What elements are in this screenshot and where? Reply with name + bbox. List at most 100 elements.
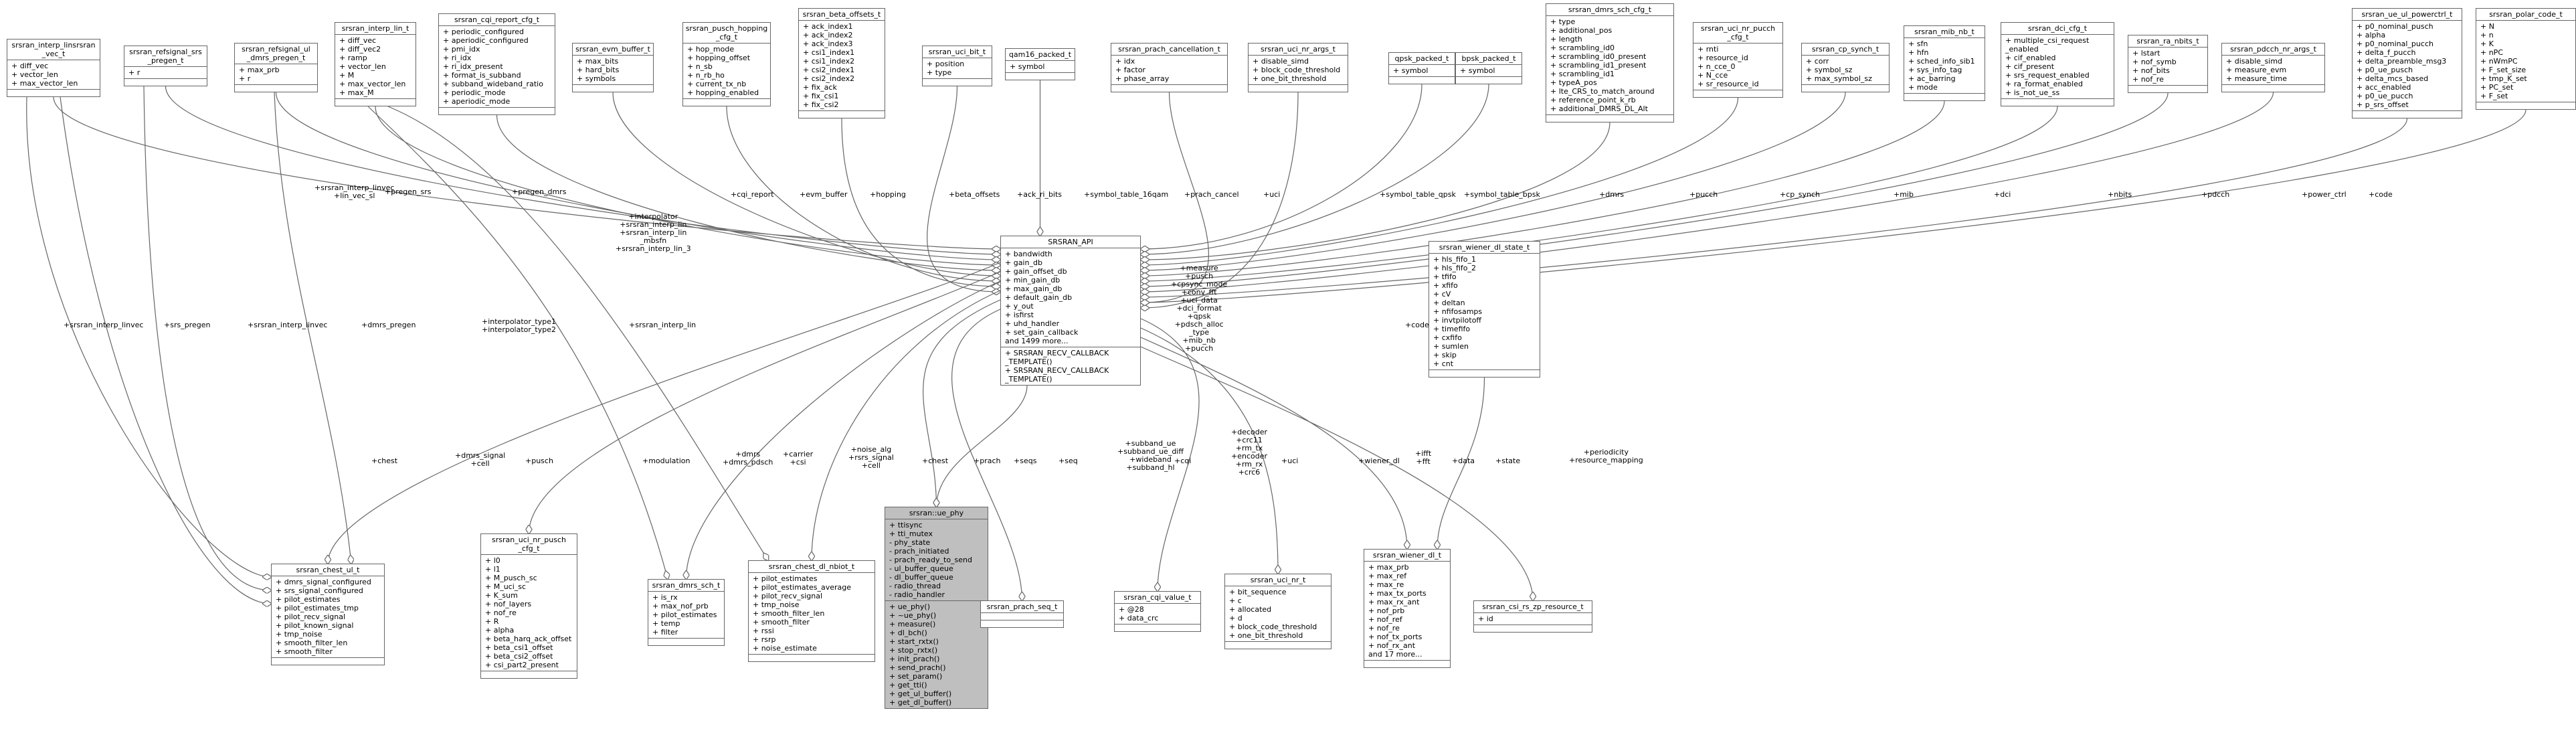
attribute-line: + fix_csi1 — [803, 92, 839, 100]
class-node[interactable]: srsran_chest_dl_nbiot_t+ pilot_estimates… — [748, 560, 875, 662]
class-node[interactable]: srsran_refsignal_srs_pregen_t+ r — [124, 46, 207, 86]
class-node[interactable]: srsran_csi_rs_zp_resource_t+ id — [1473, 600, 1592, 633]
class-node[interactable]: srsran_uci_nr_t+ bit_sequence+ c+ alloca… — [1224, 574, 1331, 649]
attribute-line: + nfifosamps — [1433, 307, 1483, 316]
class-node[interactable]: srsran_cp_synch_t+ corr+ symbol_sz+ max_… — [1801, 43, 1890, 92]
edge — [274, 92, 351, 564]
attribute-line: + delta_f_pucch — [2357, 48, 2416, 57]
method-line: + measure() — [889, 620, 936, 629]
attribute-line: + sfn — [1908, 39, 1928, 48]
attribute-line: + tmp_K_set — [2480, 74, 2527, 83]
class-methods — [683, 98, 770, 106]
attribute-line: + M_pusch_sc — [485, 574, 537, 582]
edge-label: +srsran_interp_lin — [629, 321, 697, 329]
attribute-line: + sched_info_sib1 — [1908, 57, 1975, 66]
class-node[interactable]: srsran_prach_cancellation_t+ idx+ factor… — [1111, 43, 1228, 92]
class-attributes: + id — [1474, 613, 1592, 625]
class-node[interactable]: srsran_prach_seq_t — [980, 600, 1064, 628]
attribute-line: + scrambling_id0_present — [1550, 52, 1647, 61]
attribute-line: + pilot_estimates — [753, 574, 818, 583]
edge — [529, 271, 1001, 533]
edge-label: +chest — [922, 456, 949, 465]
attribute-line: + rsrp — [753, 635, 776, 644]
class-node[interactable]: srsran_wiener_dl_state_t+ hls_fifo_1+ hl… — [1429, 241, 1540, 378]
attribute-line: + pilot_known_signal — [276, 621, 354, 630]
class-node[interactable]: srsran_refsignal_ul_dmrs_pregen_t+ max_p… — [234, 43, 318, 92]
class-node[interactable]: srsran_uci_nr_pusch_cfg_t+ l0+ l1+ M_pus… — [480, 533, 577, 679]
class-node[interactable]: srsran_dmrs_sch_t+ is_rx+ max_nof_prb+ p… — [648, 579, 725, 646]
attribute-line: + cxfifo — [1433, 333, 1462, 342]
class-node[interactable]: srsran_interp_lin_t+ diff_vec+ diff_vec2… — [335, 22, 416, 106]
attribute-line: + type — [1550, 17, 1576, 26]
attribute-line: + csi2_index2 — [803, 74, 855, 83]
edge-label: +pregen_dmrs — [512, 187, 567, 196]
attribute-line: + p0_nominal_pusch — [2357, 22, 2433, 31]
class-node[interactable]: srsran_polar_code_t+ N+ n+ K+ nPC+ nWmPC… — [2476, 8, 2576, 110]
attribute-line: + skip — [1433, 351, 1457, 359]
class-node[interactable]: srsran_cqi_report_cfg_t+ periodic_config… — [438, 13, 555, 115]
attribute-line: + invtpilotoff — [1433, 316, 1482, 325]
class-title: SRSRAN_API — [1001, 236, 1140, 248]
edge — [841, 118, 1000, 286]
class-node[interactable]: SRSRAN_API+ bandwidth+ gain_db+ gain_off… — [1000, 236, 1141, 386]
class-node[interactable]: srsran_ra_nbits_t+ lstart+ nof_symb+ nof… — [2128, 35, 2208, 93]
class-attributes: + l0+ l1+ M_pusch_sc+ M_uci_sc+ K_sum+ n… — [481, 555, 577, 671]
attribute-line: + acc_enabled — [2357, 83, 2411, 92]
attribute-line: + xfifo — [1433, 281, 1458, 290]
class-node[interactable]: srsran::ue_phy+ ttisync+ tti_mutex- phy_… — [885, 507, 988, 709]
class-node[interactable]: srsran_uci_bit_t+ position+ type — [922, 46, 992, 86]
attribute-line: + is_not_ue_ss — [2005, 88, 2060, 97]
edge — [1141, 97, 1739, 265]
method-line: + ue_phy() — [889, 602, 930, 611]
class-node[interactable]: srsran_pdcch_nr_args_t+ disable_simd+ me… — [2221, 43, 2325, 92]
attribute-line: + fix_csi2 — [803, 100, 839, 109]
class-attributes: + bit_sequence+ c+ allocated+ d+ block_c… — [1225, 586, 1331, 641]
class-methods — [1546, 114, 1673, 122]
edge-label: +measure+pusch+cpsync_mode+conv_fft+uci_… — [1171, 264, 1228, 353]
attribute-line: + F_set — [2480, 92, 2508, 100]
class-node[interactable]: srsran_dci_cfg_t+ multiple_csi_request_e… — [2001, 22, 2114, 106]
class-methods — [1802, 84, 1889, 92]
class-attributes: + ttisync+ tti_mutex- phy_state- prach_i… — [885, 519, 988, 600]
class-node[interactable]: srsran_chest_ul_t+ dmrs_signal_configure… — [271, 564, 385, 665]
class-node[interactable]: srsran_pusch_hopping_cfg_t+ hop_mode+ ho… — [682, 22, 771, 106]
class-title: srsran_chest_dl_nbiot_t — [749, 561, 875, 573]
method-line: + get_tti() — [889, 681, 927, 689]
class-methods — [1111, 84, 1227, 92]
class-node[interactable]: srsran_ue_ul_powerctrl_t+ p0_nominal_pus… — [2352, 8, 2462, 118]
class-node[interactable]: qpsk_packed_t+ symbol — [1388, 52, 1455, 84]
class-node[interactable]: srsran_dmrs_sch_cfg_t+ type+ additional_… — [1546, 3, 1674, 122]
class-node[interactable]: bpsk_packed_t+ symbol — [1455, 52, 1522, 84]
class-node[interactable]: srsran_uci_nr_args_t+ disable_simd+ bloc… — [1248, 43, 1348, 92]
class-attributes: + symbol — [1389, 65, 1455, 76]
class-node[interactable]: srsran_evm_buffer_t+ max_bits+ hard_bits… — [572, 43, 654, 92]
class-node[interactable]: srsran_mib_nb_t+ sfn+ hfn+ sched_info_si… — [1904, 25, 1985, 101]
edge-label: +symbol_table_qpsk — [1380, 190, 1456, 199]
method-line: + send_prach() — [889, 663, 946, 672]
class-title: srsran_uci_nr_args_t — [1249, 44, 1348, 56]
attribute-line: + vector_len — [339, 62, 386, 71]
class-node[interactable]: srsran_beta_offsets_t+ ack_index1+ ack_i… — [798, 8, 885, 118]
edge — [951, 309, 1022, 600]
attribute-line: + type — [927, 68, 952, 77]
attribute-line: + ack_index1 — [803, 22, 853, 31]
class-methods — [7, 89, 100, 96]
attribute-line: and 1499 more... — [1005, 337, 1069, 345]
edge-label: +ifft+fft — [1415, 449, 1432, 466]
class-node[interactable]: srsran_wiener_dl_t+ max_prb+ max_ref+ ma… — [1364, 549, 1451, 668]
attribute-line: + gain_db — [1005, 258, 1042, 267]
class-node[interactable]: srsran_interp_linsrsran_vec_t+ diff_vec+… — [7, 39, 100, 97]
class-node[interactable]: qam16_packed_t+ symbol — [1005, 48, 1075, 80]
attribute-line: + smooth_filter_len — [753, 609, 825, 618]
attribute-line: + max_rx_ant — [1368, 598, 1420, 606]
attribute-line: + nof_layers — [485, 600, 532, 608]
class-methods — [335, 98, 416, 106]
attribute-line: + alpha — [2357, 31, 2386, 39]
attribute-line: + smooth_filter — [753, 618, 810, 627]
class-node[interactable]: srsran_uci_nr_pucch_cfg_t+ rnti+ resourc… — [1693, 22, 1783, 98]
class-title: srsran_mib_nb_t — [1904, 26, 1985, 38]
class-attributes: + lstart+ nof_symb+ nof_bits+ nof_re — [2128, 48, 2207, 85]
class-node[interactable]: srsran_cqi_value_t+ @28+ data_crc — [1114, 591, 1201, 632]
class-methods — [1115, 624, 1200, 631]
